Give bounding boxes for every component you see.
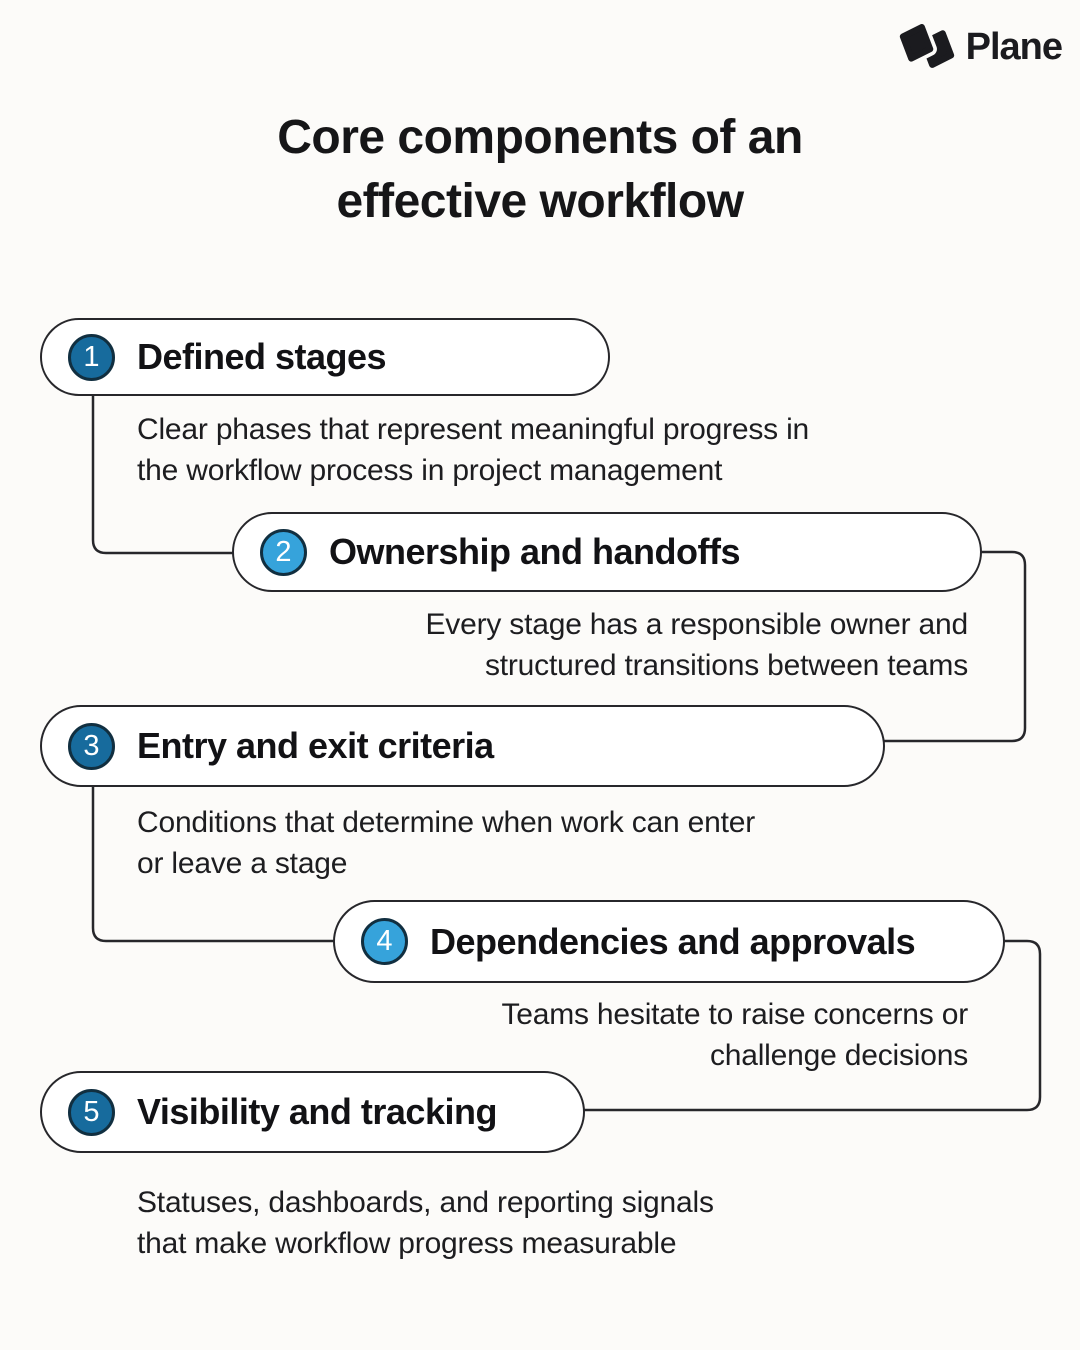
page-title-line1: Core components of an [277,111,803,164]
stage-number-badge-1: 1 [68,333,115,381]
page-title: Core components of an effective workflow [0,106,1080,234]
stage-title-1: Defined stages [137,336,387,377]
stage-description-4-line2: challenge decisions [709,1039,968,1072]
stage-pill-2: 2 Ownership and handoffs [232,512,982,592]
stage-description-2: Every stage has a responsible owner and … [425,604,968,686]
stage-title-2: Ownership and handoffs [329,531,741,572]
stage-pill-5: 5 Visibility and tracking [40,1071,585,1153]
stage-description-1: Clear phases that represent meaningful p… [137,409,809,491]
stage-description-1-line1: Clear phases that represent meaningful p… [137,413,810,446]
stage-number-badge-4: 4 [361,918,408,965]
brand-name: Plane [965,25,1063,68]
connector-stage3-stage4 [91,784,350,943]
plane-logo-icon [895,24,954,68]
connector-stage2-stage3 [868,550,1027,743]
connector-stage1-stage2 [91,392,260,555]
stage-pill-4: 4 Dependencies and approvals [333,900,1005,983]
stage-description-2-line2: structured transitions between teams [484,649,968,682]
stage-description-5-line1: Statuses, dashboards, and reporting sign… [137,1186,714,1219]
stage-description-3-line2: or leave a stage [137,847,348,880]
connector-stage4-stage5 [568,939,1042,1112]
stage-description-2-line1: Every stage has a responsible owner and [425,608,968,641]
stage-number-badge-3: 3 [68,722,115,770]
stage-number-badge-2: 2 [260,528,307,576]
stage-description-5-line2: that make workflow progress measurable [137,1227,677,1260]
stage-description-1-line2: the workflow process in project manageme… [137,454,723,487]
stage-title-3: Entry and exit criteria [137,725,494,766]
stage-number-badge-5: 5 [68,1088,115,1136]
page-title-line2: effective workflow [336,175,744,228]
stage-description-3-line1: Conditions that determine when work can … [137,806,756,839]
stage-pill-3: 3 Entry and exit criteria [40,705,885,787]
stage-pill-1: 1 Defined stages [40,318,610,396]
stage-description-4: Teams hesitate to raise concerns or chal… [501,994,968,1076]
stage-description-3: Conditions that determine when work can … [137,802,755,884]
stage-description-4-line1: Teams hesitate to raise concerns or [501,998,968,1031]
brand-logo: Plane [895,24,1063,70]
stage-description-5: Statuses, dashboards, and reporting sign… [137,1182,714,1264]
stage-title-4: Dependencies and approvals [430,920,916,962]
stage-title-5: Visibility and tracking [137,1091,497,1132]
